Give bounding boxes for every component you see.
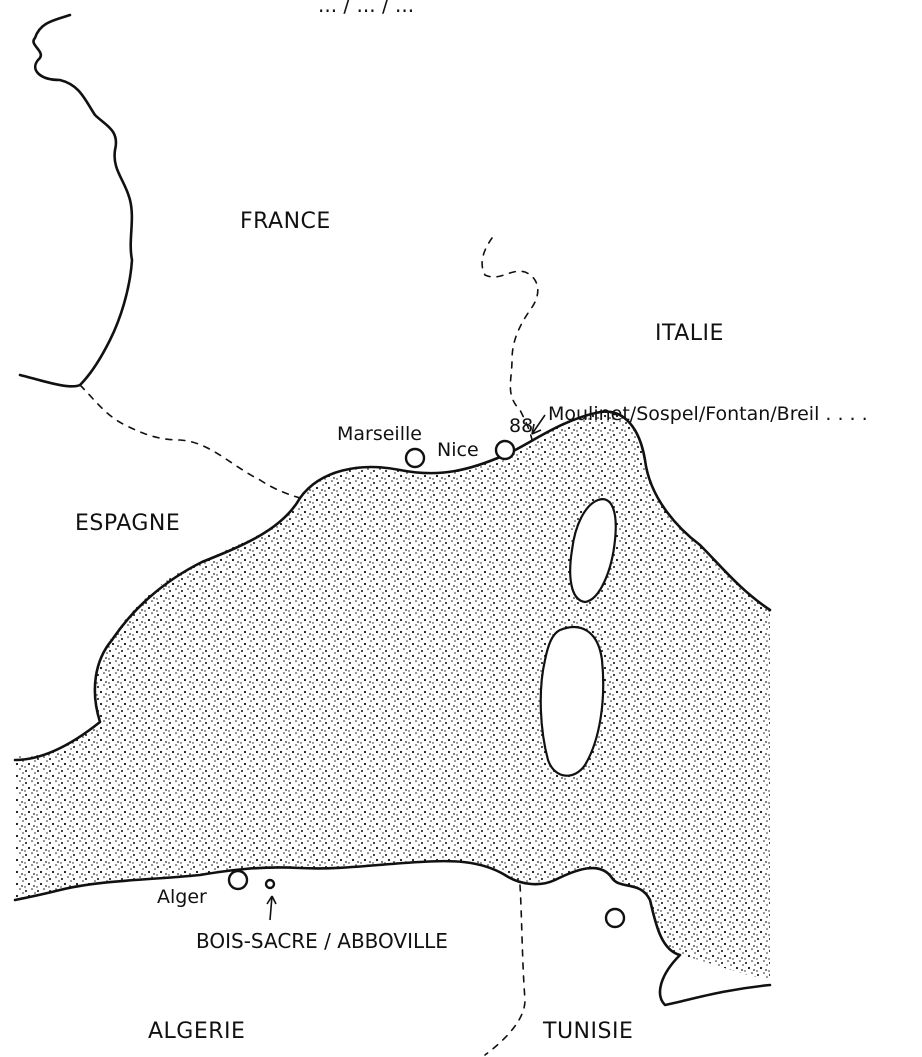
alpine-villages-label: Moulinet/Sospel/Fontan/Breil . . . . xyxy=(548,403,868,425)
bois-sacre-marker xyxy=(264,878,276,890)
header-partial-text: ... / ... / ... xyxy=(318,0,414,17)
label-espagne: ESPAGNE xyxy=(75,511,180,536)
label-nice: Nice xyxy=(437,439,479,461)
label-alger: Alger xyxy=(157,886,207,908)
label-france: FRANCE xyxy=(240,209,331,234)
label-marseille: Marseille xyxy=(337,423,422,445)
france-spain-border xyxy=(79,384,301,499)
atlantic-coastline xyxy=(18,13,134,388)
alger-marker xyxy=(227,869,249,891)
corsica-island xyxy=(569,498,617,604)
marseille-marker xyxy=(404,447,426,469)
label-algerie: ALGERIE xyxy=(148,1019,245,1044)
alpine-arrow xyxy=(531,414,546,435)
france-italy-border xyxy=(481,237,539,441)
bois-sacre-arrow xyxy=(266,895,277,921)
label-italie: ITALIE xyxy=(655,321,724,346)
label-tunisie: TUNISIE xyxy=(542,1019,633,1044)
tunis-marker xyxy=(604,907,626,929)
north-coastline xyxy=(13,410,772,762)
bois-sacre-label: BOIS-SACRE / ABBOVILLE xyxy=(196,929,448,953)
alpine-marker-label: 88 xyxy=(509,415,533,437)
sardinia-island xyxy=(539,626,605,777)
algeria-tunisia-border xyxy=(484,884,526,1056)
south-coastline xyxy=(13,859,772,1007)
nice-marker xyxy=(494,439,516,461)
